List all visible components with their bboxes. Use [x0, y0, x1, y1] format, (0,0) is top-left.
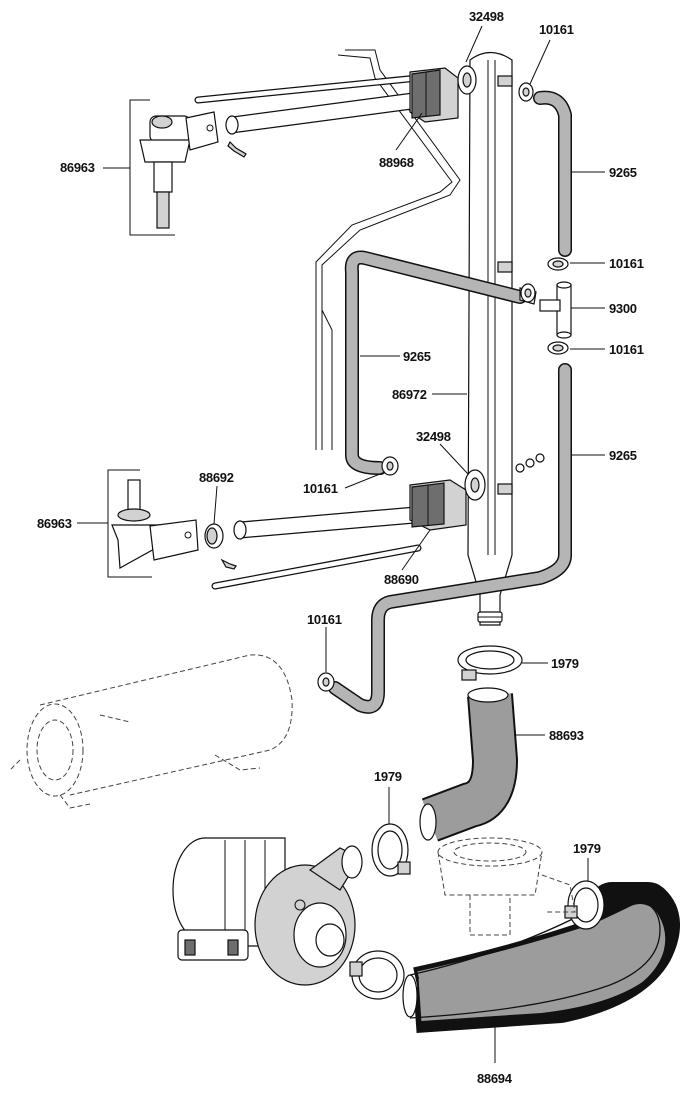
label-9300: 9300 [609, 301, 637, 316]
tank-column [467, 51, 513, 626]
label-9265-loop: 9265 [403, 349, 431, 364]
part-labels: 32498 10161 86963 88968 9265 10161 9300 … [37, 9, 644, 1086]
label-88693: 88693 [549, 728, 584, 743]
small-hoses [328, 90, 572, 714]
label-10161-right-a: 10161 [609, 256, 644, 271]
label-10161-right-b: 10161 [609, 342, 644, 357]
label-88694: 88694 [477, 1071, 513, 1086]
frame-outlines [315, 49, 461, 450]
heater-outline [9, 654, 293, 809]
label-88692: 88692 [199, 470, 234, 485]
large-clamps-1979 [349, 645, 605, 1000]
leader-lines [77, 25, 605, 1063]
label-10161-mid: 10161 [303, 481, 338, 496]
label-32498-top: 32498 [469, 9, 504, 24]
label-1979-right: 1979 [573, 841, 601, 856]
label-86972: 86972 [392, 387, 427, 402]
label-88968: 88968 [379, 155, 414, 170]
label-1979-left: 1979 [374, 769, 402, 784]
label-9265-right-mid: 9265 [609, 448, 637, 463]
label-1979-top: 1979 [551, 656, 579, 671]
label-86963-mid: 86963 [37, 516, 72, 531]
drain-outline [437, 837, 576, 936]
label-86963-top: 86963 [60, 160, 95, 175]
label-9265-right-top: 9265 [609, 165, 637, 180]
upper-handle-assembly [129, 65, 477, 236]
large-hoses [402, 687, 680, 1033]
middle-handle-assembly [107, 469, 486, 590]
label-88690: 88690 [384, 572, 419, 587]
label-32498-mid: 32498 [416, 429, 451, 444]
label-10161-low: 10161 [307, 612, 342, 627]
label-10161-top: 10161 [539, 22, 574, 37]
hose-clamps-10161 [317, 82, 569, 692]
pump [172, 837, 363, 986]
